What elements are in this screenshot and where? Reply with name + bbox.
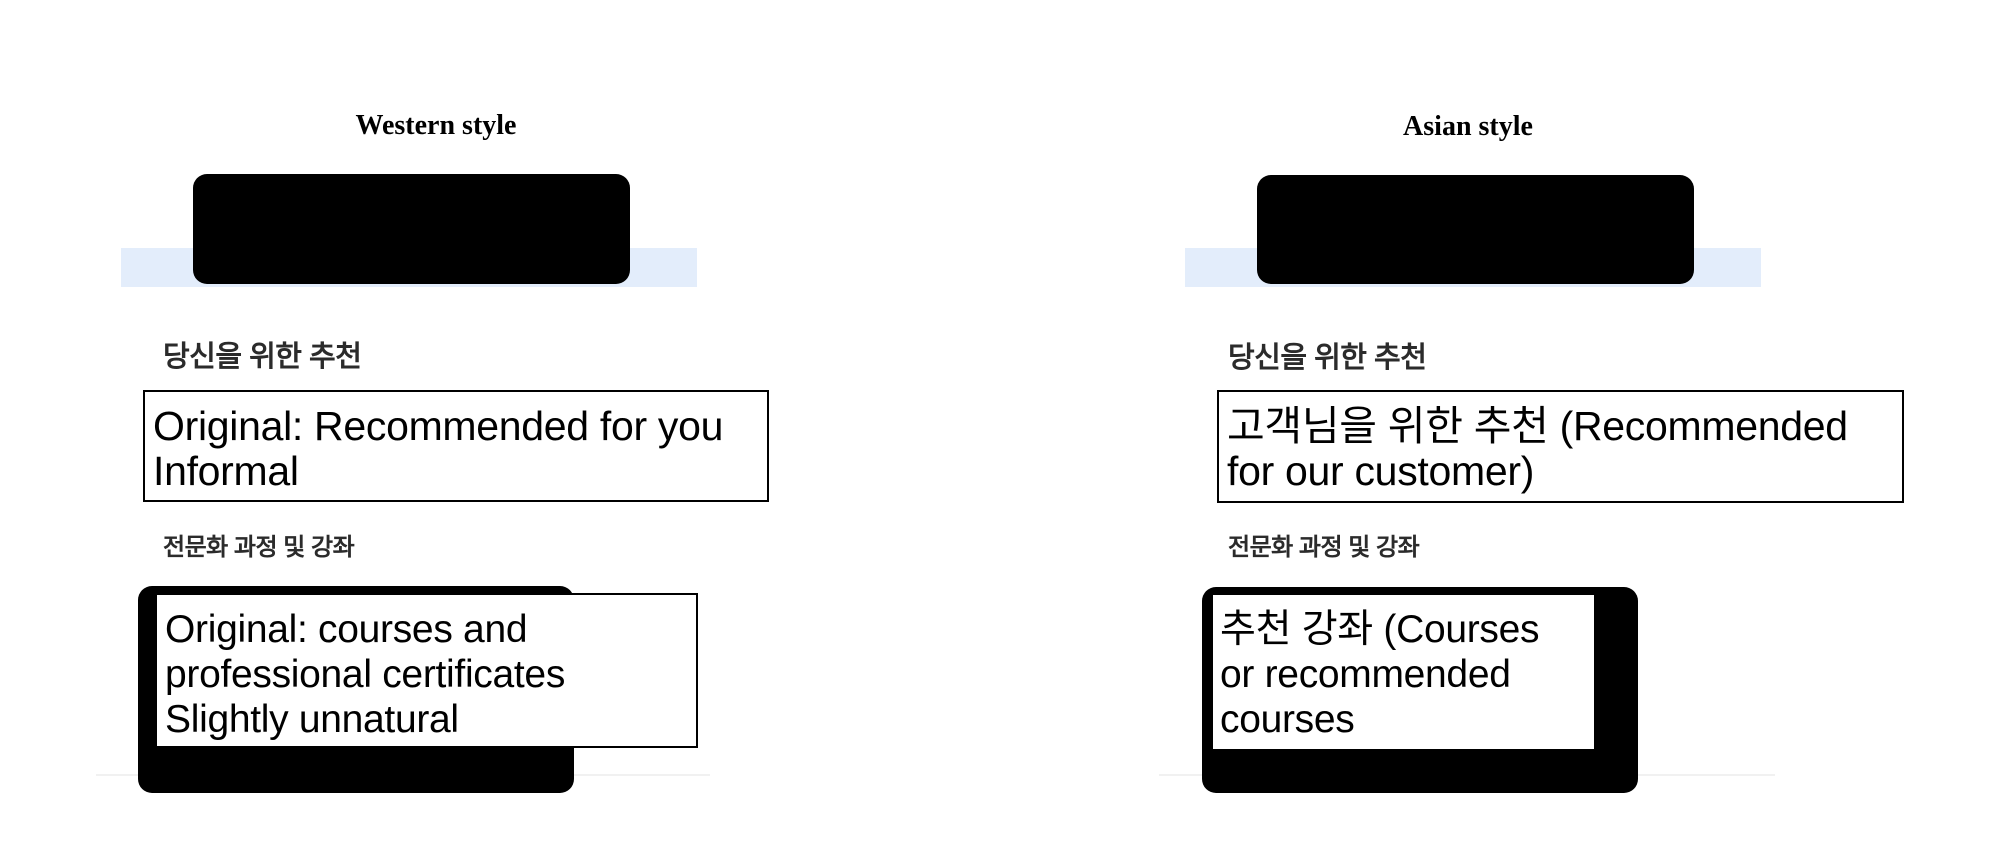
section-annotation-box: 고객님을 위한 추천 (Recommended for our customer…: [1217, 390, 1904, 503]
annotation-line: Original: courses and: [165, 608, 528, 651]
redacted-banner: [193, 174, 630, 284]
annotation-line: 추천 강좌 (Courses: [1220, 608, 1540, 651]
redacted-banner: [1257, 175, 1694, 284]
subsection-heading: 전문화 과정 및 강좌: [163, 534, 355, 561]
annotation-line: for our customer): [1227, 448, 1535, 494]
annotation-line: Informal: [153, 448, 299, 494]
annotation-line: Slightly unnatural: [165, 698, 459, 741]
annotation-line: 고객님을 위한 추천 (Recommended: [1227, 403, 1848, 449]
annotation-line: professional certificates: [165, 653, 566, 696]
section-annotation-box: Original: Recommended for you Informal: [143, 390, 769, 502]
annotation-line: courses: [1220, 698, 1355, 741]
western-column: Western style 당신을 위한 추천 Original: Recomm…: [96, 110, 769, 793]
subsection-annotation-box: 추천 강좌 (Courses or recommended courses: [1213, 595, 1594, 749]
annotation-line: or recommended: [1220, 653, 1511, 696]
column-title: Western style: [355, 110, 517, 141]
section-heading: 당신을 위한 추천: [163, 341, 362, 373]
subsection-heading: 전문화 과정 및 강좌: [1228, 534, 1420, 561]
subsection-annotation-box: Original: courses and professional certi…: [155, 593, 698, 748]
annotation-line: Original: Recommended for you: [153, 403, 724, 449]
section-heading: 당신을 위한 추천: [1228, 342, 1427, 374]
column-title: Asian style: [1403, 111, 1533, 142]
